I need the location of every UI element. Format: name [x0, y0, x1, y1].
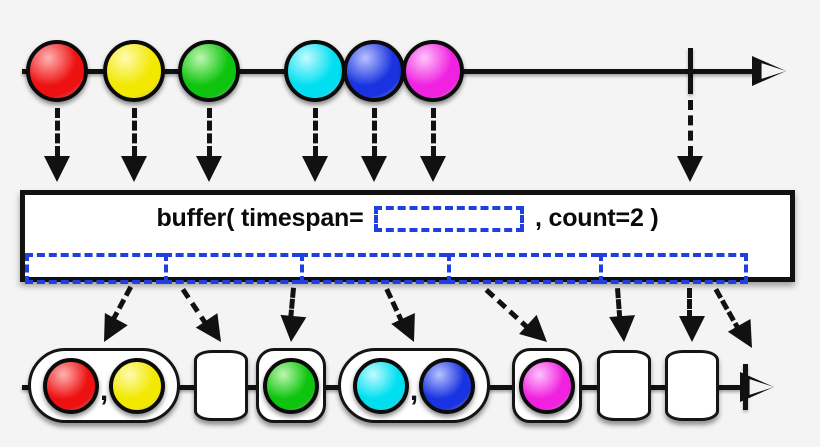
guide-to-group-empty-2-arrow: [609, 315, 637, 343]
output-marble-cyan: [352, 357, 409, 414]
output-marble-green: [263, 357, 319, 414]
guide-marble-blue: [372, 108, 377, 156]
marble-green: [178, 40, 240, 102]
operator-label-suffix: , count=2 ): [535, 204, 659, 232]
guide-to-group-green-arrow: [278, 314, 307, 344]
guide-marble-magenta-arrow: [420, 156, 446, 182]
output-marble-blue: [419, 357, 476, 414]
guide-marble-cyan: [313, 108, 318, 156]
guide-to-group-magenta: [484, 288, 531, 331]
guide-marble-blue-arrow: [361, 156, 387, 182]
marble-yellow: [103, 40, 165, 102]
operator-box[interactable]: buffer( timespan= , count=2 ): [20, 190, 795, 284]
source-timeline-arrow: [752, 56, 786, 86]
operator-label-prefix: buffer( timespan=: [156, 204, 364, 232]
marble-magenta: [402, 40, 464, 102]
guide-marble-yellow: [132, 108, 137, 156]
guide-source-complete: [688, 100, 693, 156]
source-complete-bar: [688, 48, 693, 94]
marble-red: [26, 40, 88, 102]
guide-marble-cyan-arrow: [302, 156, 328, 182]
guide-to-group-magenta-arrow: [519, 314, 556, 352]
guide-to-group-empty-3-arrow: [679, 316, 705, 342]
guide-to-group-red-yellow-arrow: [92, 312, 128, 349]
marble-blue: [343, 40, 405, 102]
output-marble-red: [42, 357, 99, 414]
window-3: [300, 253, 447, 284]
guide-marble-red-arrow: [44, 156, 70, 182]
output-marble-magenta: [519, 357, 575, 414]
window-2: [164, 253, 300, 284]
window-1: [25, 253, 164, 284]
marble-cyan: [284, 40, 346, 102]
guide-marble-green: [207, 108, 212, 156]
output-marble-yellow: [109, 357, 166, 414]
group-cyan-blue: ,: [338, 348, 490, 423]
output-complete-bar: [743, 364, 748, 410]
group-empty-2: [597, 350, 651, 421]
group-magenta: [512, 348, 582, 423]
guide-marble-yellow-arrow: [121, 156, 147, 182]
guide-marble-magenta: [431, 108, 436, 156]
group-empty-3: [665, 350, 719, 421]
group-empty-1: [194, 350, 248, 421]
guide-source-complete-arrow: [677, 156, 703, 182]
group-red-yellow: ,: [28, 348, 180, 423]
window-4: [447, 253, 599, 284]
guide-marble-green-arrow: [196, 156, 222, 182]
window-5: [599, 253, 748, 284]
group-green: [256, 348, 326, 423]
timespan-placeholder-box: [374, 206, 525, 233]
guide-marble-red: [55, 108, 60, 156]
operator-label: buffer( timespan= , count=2 ): [25, 204, 790, 233]
